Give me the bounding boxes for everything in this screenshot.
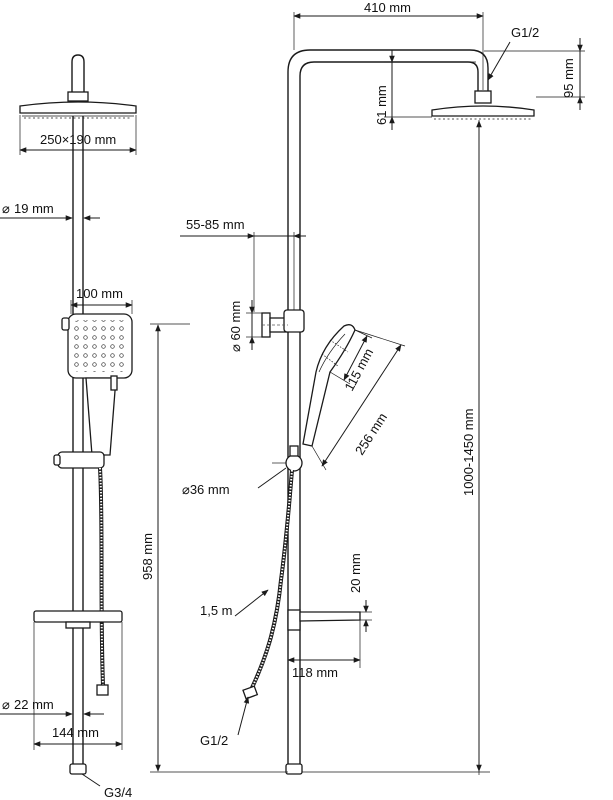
pipe-diameter-label: 19 mm [14, 201, 54, 216]
bracket-diameter-label: ⌀ 60 mm [228, 301, 243, 352]
handshower-width-label: 100 mm [76, 286, 123, 301]
handshower-head-label: 115 mm [341, 346, 376, 394]
side-slider [285, 454, 303, 472]
slider-diameter-label: ⌀36 mm [182, 482, 230, 497]
total-height-label: 1000-1450 mm [461, 409, 476, 496]
side-riser-outer [287, 49, 489, 770]
front-slider [57, 451, 105, 469]
wall-bracket-clamp [283, 309, 305, 333]
head-size-label: 250×190 mm [40, 132, 116, 147]
riser-height-dimension: 958 mm [140, 323, 288, 773]
riser-height-label: 958 mm [140, 533, 155, 580]
side-hose [249, 469, 294, 691]
handshower-length-label: 256 mm [352, 410, 390, 458]
pipe-diameter-symbol: ⌀ [2, 201, 10, 216]
front-shower-head [19, 101, 137, 114]
top-thread-label: G1/2 [511, 25, 539, 40]
side-shower-head [431, 105, 535, 117]
shelf-depth-label: 118 mm [292, 665, 338, 680]
hose-thread-label: G1/2 [200, 733, 228, 748]
front-bottom-inlet [69, 763, 87, 775]
side-riser-inner [299, 61, 479, 770]
front-shelf [33, 610, 123, 623]
side-view: 410 mm G1/2 95 mm 61 mm 55-85 mm [180, 0, 585, 775]
shelf-width-label: 144 mm [52, 725, 99, 740]
handshower-length-dim-line [321, 344, 402, 467]
front-hose-nut [96, 684, 109, 696]
head-drop-label: 61 mm [374, 85, 389, 125]
lower-pipe-diameter-symbol: ⌀ [2, 697, 10, 712]
bottom-thread-label: G3/4 [104, 785, 132, 800]
front-handshower-handle [85, 377, 117, 456]
front-view: 250×190 mm ⌀ 19 mm 100 mm ⌀ [0, 54, 137, 800]
head-height-label: 95 mm [561, 58, 576, 98]
front-top-bend [71, 54, 85, 95]
side-shelf [299, 611, 361, 622]
front-head-connector [67, 91, 89, 102]
side-shelf-bracket [287, 609, 301, 631]
front-handshower-side-knob [61, 317, 70, 331]
side-head-connector [474, 90, 492, 104]
arm-length-label: 410 mm [364, 0, 411, 15]
wall-bracket-label: 55-85 mm [186, 217, 245, 232]
side-bottom-inlet [285, 763, 303, 775]
side-hose-nut [242, 685, 259, 700]
shelf-thickness-label: 20 mm [348, 553, 363, 593]
hose-length-label: 1,5 m [200, 603, 233, 618]
